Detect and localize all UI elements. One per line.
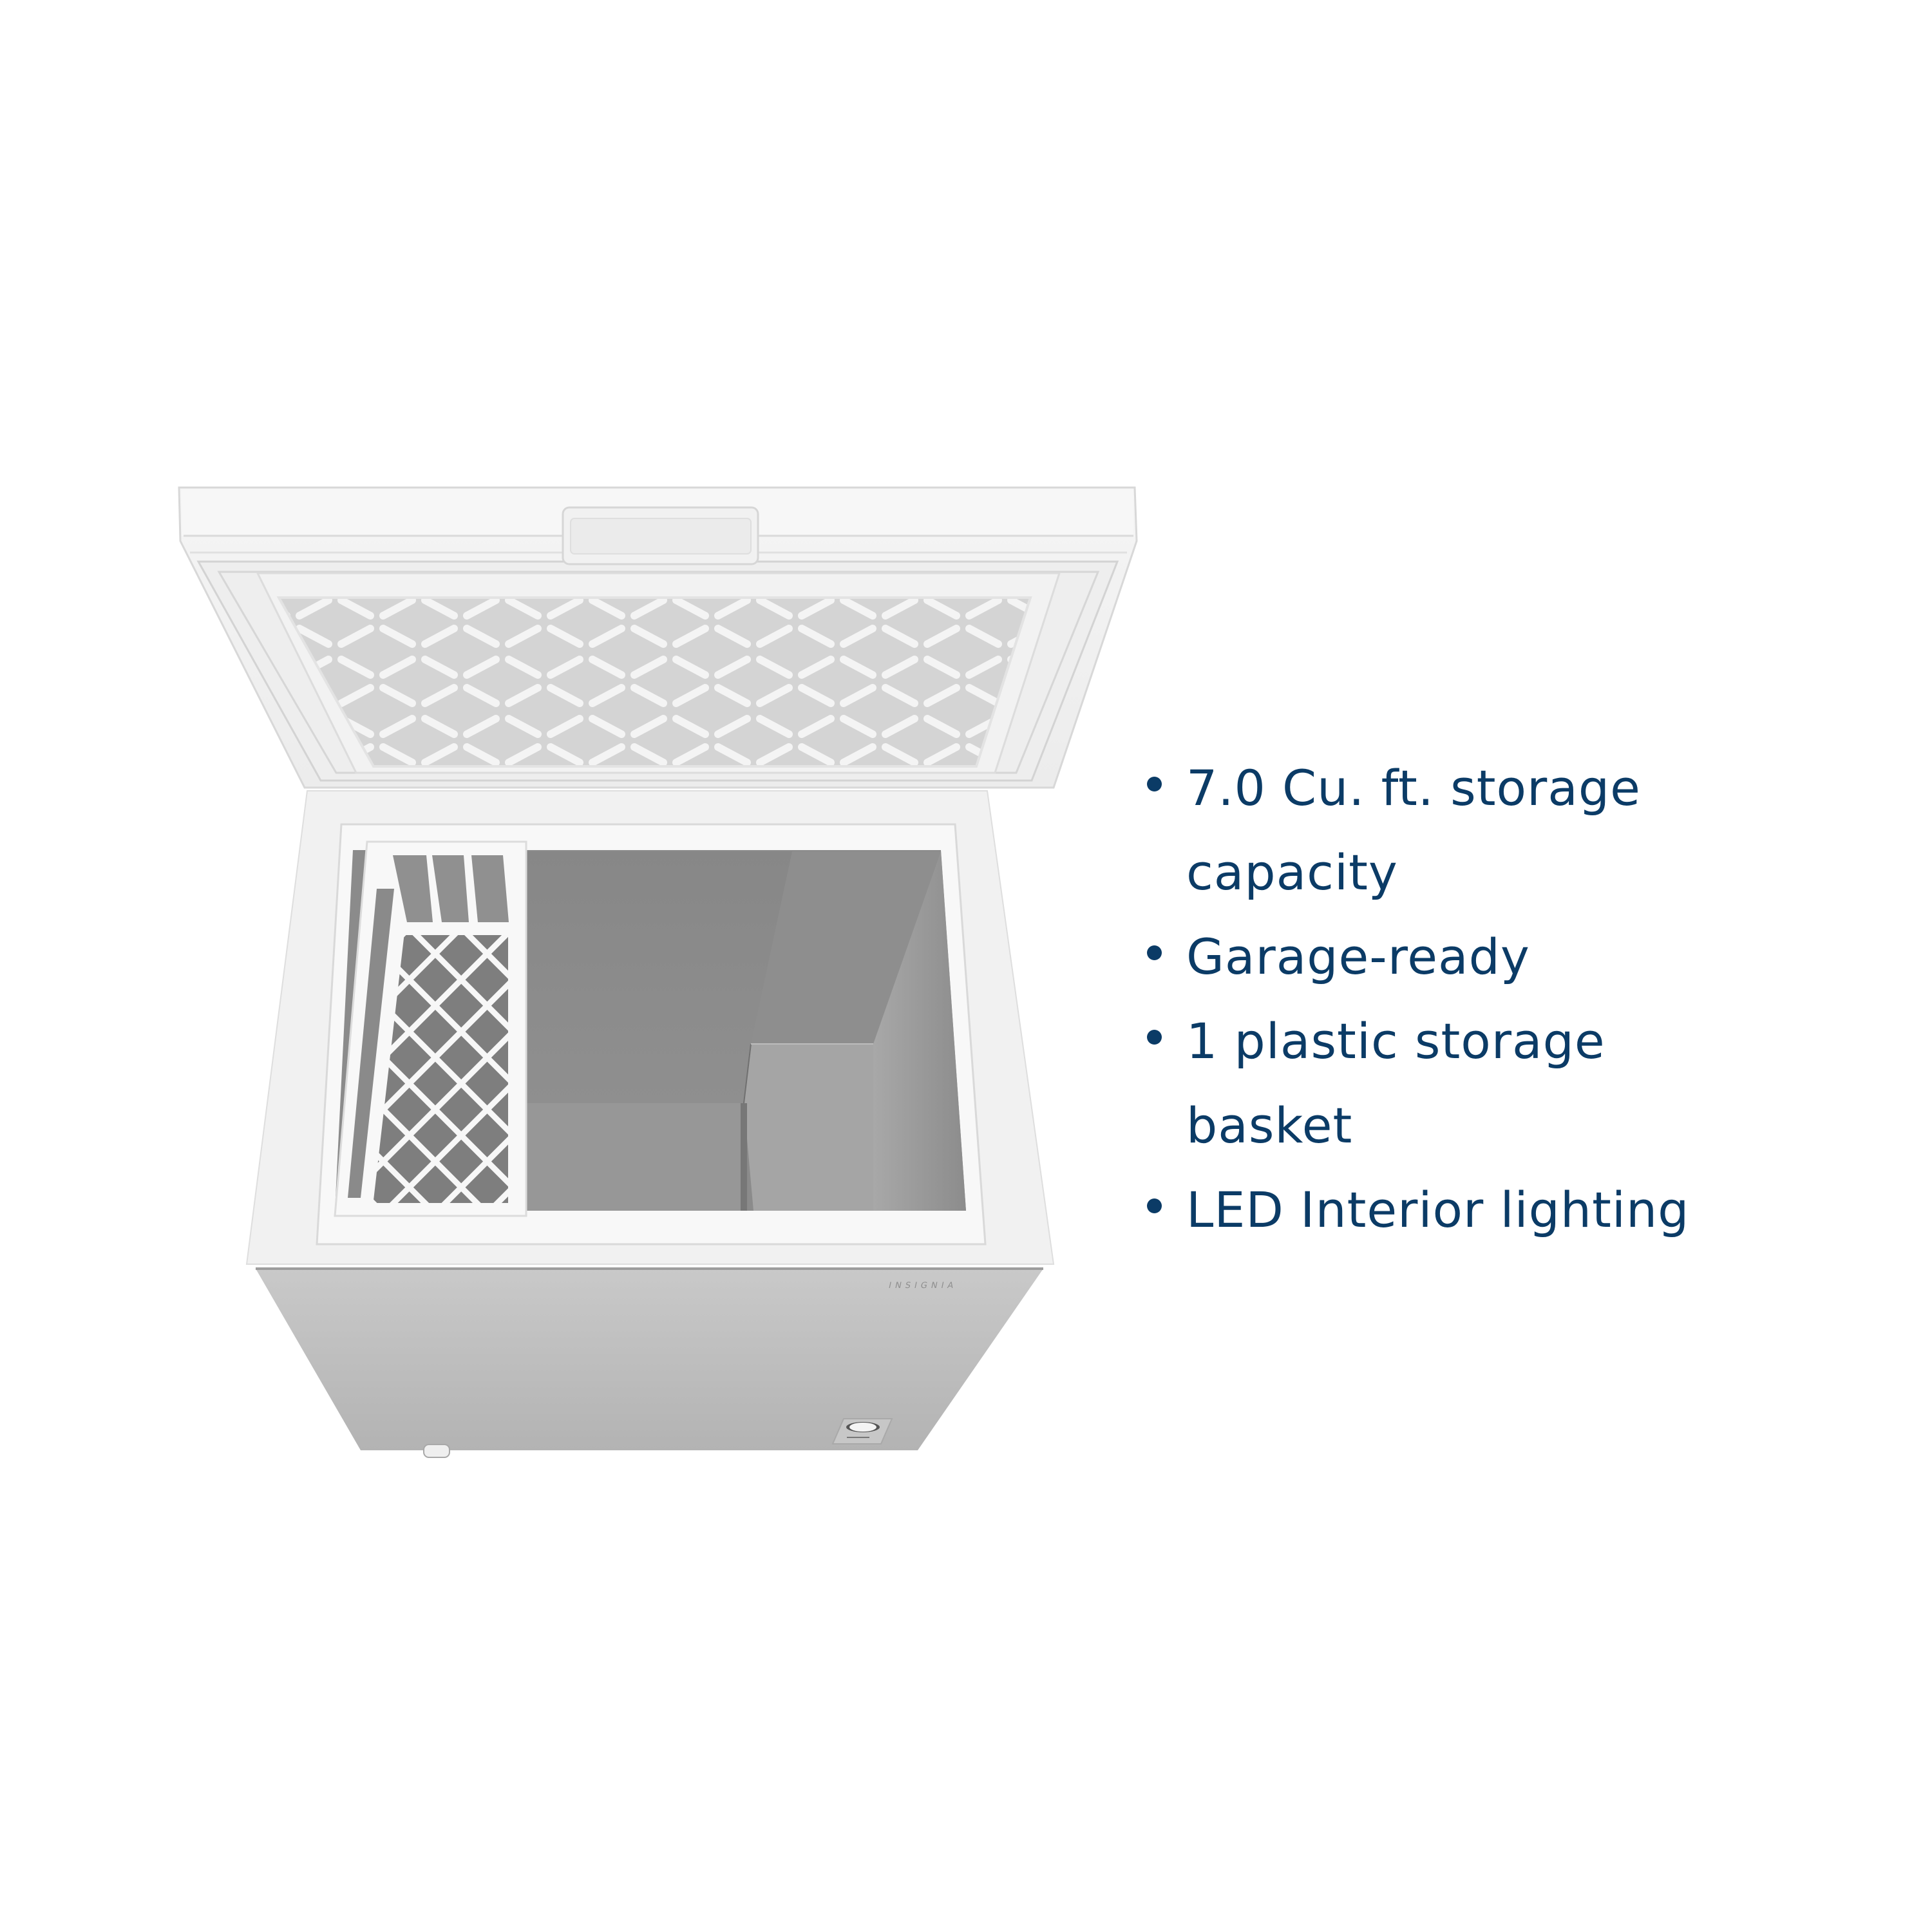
feature-text-line: 1 plastic storage — [1186, 1012, 1605, 1070]
thermostat-knob[interactable] — [831, 1418, 893, 1444]
feature-item-capacity: 7.0 Cu. ft. storage capacity — [1140, 746, 1848, 914]
feature-text-line: LED Interior lighting — [1186, 1181, 1690, 1238]
feature-item-garage-ready: Garage-ready — [1140, 914, 1848, 999]
feature-text-line: Garage-ready — [1186, 928, 1530, 985]
bullet-dot-icon — [1147, 945, 1162, 960]
feature-text-line: capacity — [1186, 844, 1398, 901]
bullet-dot-icon — [1147, 1030, 1162, 1045]
feature-list: 7.0 Cu. ft. storage capacity Garage-read… — [1140, 746, 1848, 1252]
bullet-dot-icon — [1147, 777, 1162, 791]
freezer-lid[interactable] — [178, 486, 1138, 789]
feature-item-basket: 1 plastic storage basket — [1140, 999, 1848, 1168]
brand-logo: INSIGNIA — [887, 1281, 958, 1291]
feature-text-line: 7.0 Cu. ft. storage — [1186, 759, 1641, 817]
leveling-foot — [423, 1444, 450, 1458]
feature-item-led-lighting: LED Interior lighting — [1140, 1168, 1848, 1252]
cabinet-front — [256, 1269, 1043, 1450]
feature-text-line: basket — [1186, 1097, 1353, 1154]
storage-basket[interactable] — [334, 840, 527, 1217]
bullet-dot-icon — [1147, 1198, 1162, 1213]
